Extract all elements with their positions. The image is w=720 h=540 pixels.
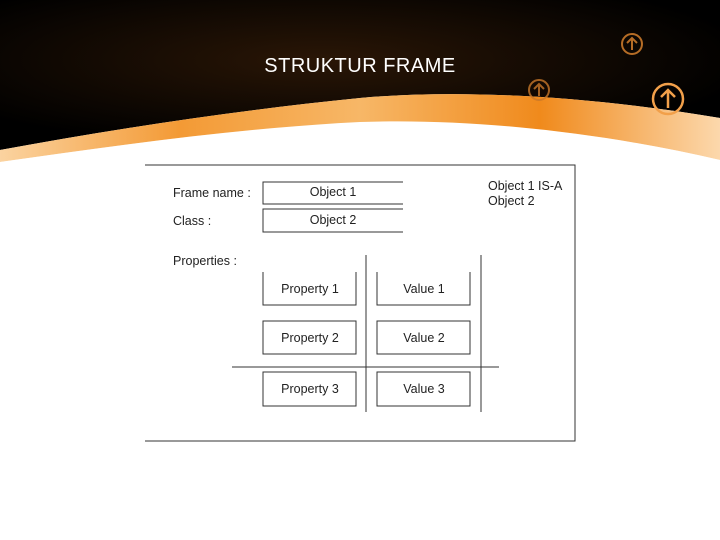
property-name: Property 1 (281, 282, 339, 296)
frame-name-value: Object 1 (310, 185, 357, 199)
frame-name-label: Frame name : (173, 186, 251, 200)
class-value: Object 2 (310, 213, 357, 227)
isa-line-1: Object 1 IS-A (488, 179, 563, 193)
property-value: Value 2 (403, 331, 445, 345)
property-value: Value 1 (403, 282, 445, 296)
class-label: Class : (173, 214, 211, 228)
property-value: Value 3 (403, 382, 445, 396)
property-name: Property 3 (281, 382, 339, 396)
properties-label: Properties : (173, 254, 237, 268)
property-name: Property 2 (281, 331, 339, 345)
isa-line-2: Object 2 (488, 194, 535, 208)
